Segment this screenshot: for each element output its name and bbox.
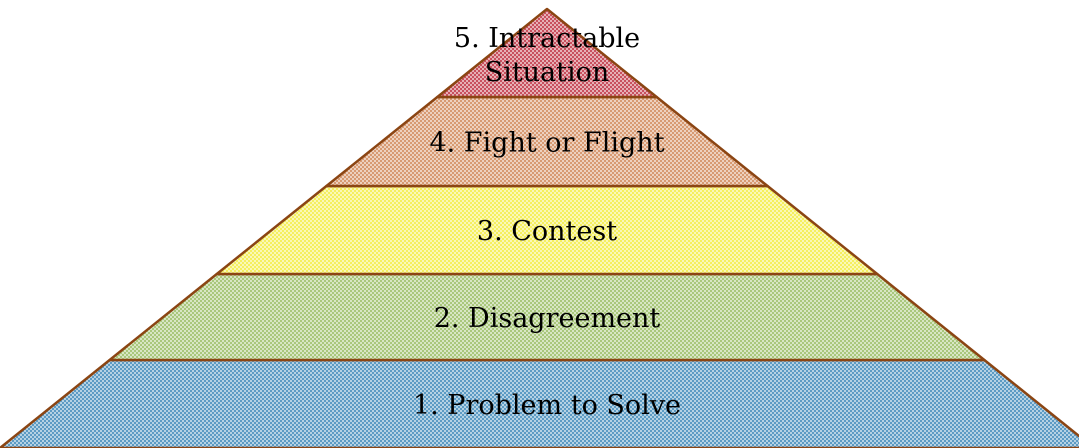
pyramid-level-2-label: 2. Disagreement <box>434 303 661 334</box>
pyramid-level-3-label: 3. Contest <box>477 216 617 247</box>
pyramid-level-4-label: 4. Fight or Flight <box>429 128 664 159</box>
pyramid-level-1-label: 1. Problem to Solve <box>413 390 681 421</box>
pyramid-level-5-label-line: Situation <box>485 57 610 88</box>
pyramid-level-5-label-line: 5. Intractable <box>454 23 640 54</box>
pyramid-level-5 <box>436 7 658 99</box>
